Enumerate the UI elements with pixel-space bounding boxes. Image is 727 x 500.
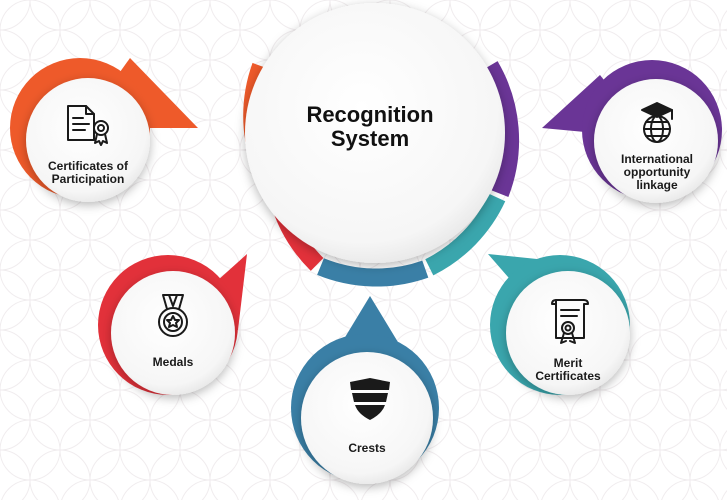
center-title-line: Recognition System xyxy=(306,102,434,151)
graduation-globe-icon xyxy=(641,102,673,143)
ring-segment-blue xyxy=(317,258,429,287)
node-certificates-participation xyxy=(10,58,198,202)
label-crests: Crests xyxy=(348,441,386,455)
label-international-linkage: International opportunity linkage xyxy=(620,152,693,192)
label-medals: Medals xyxy=(152,355,194,369)
label-certificates-participation: Certificates of Participation xyxy=(47,159,129,186)
medal-icon xyxy=(158,294,188,337)
certificate-document-icon xyxy=(67,105,109,146)
ring-segment-teal xyxy=(425,193,506,276)
label-merit-certificates: Merit Certificates xyxy=(535,356,601,383)
node-medals xyxy=(98,254,247,395)
center-circle xyxy=(245,3,505,263)
scroll-certificate-icon xyxy=(551,299,589,344)
ring-segment-purple xyxy=(481,61,520,197)
crest-shield-icon xyxy=(350,378,390,420)
center-title: Recognition System xyxy=(250,103,490,151)
